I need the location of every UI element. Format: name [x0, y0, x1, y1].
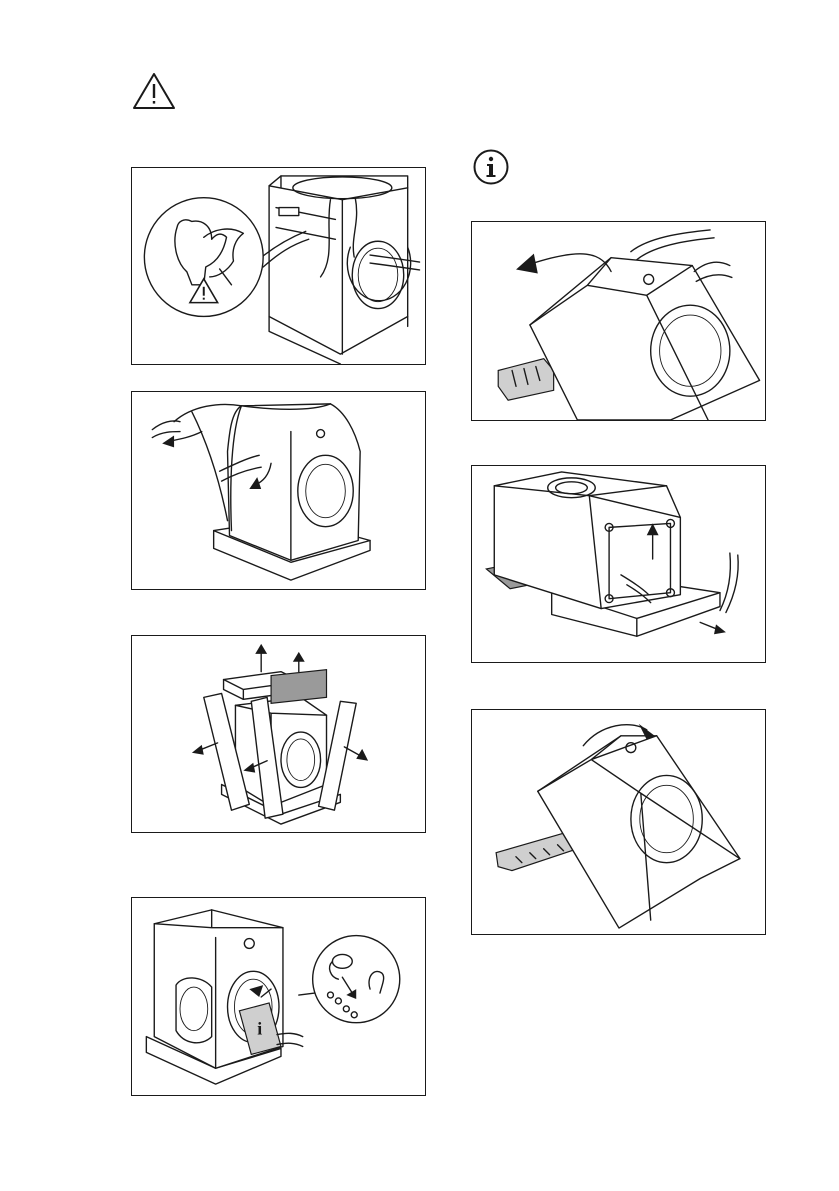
info-circle-icon	[472, 148, 510, 186]
svg-text:i: i	[257, 1019, 262, 1039]
warning-triangle-icon	[132, 72, 176, 110]
panel-tilt-machine-backwards	[471, 221, 766, 421]
panel-pull-off-plastic-cover	[131, 391, 426, 590]
panel-tilt-machine-upright	[471, 709, 766, 935]
panel-remove-top-and-corner-protectors	[131, 635, 426, 833]
panel-take-out-accessories: i	[131, 897, 426, 1096]
panel-remove-bottom-base	[471, 465, 766, 663]
panel-remove-cover-gloves	[131, 167, 426, 365]
